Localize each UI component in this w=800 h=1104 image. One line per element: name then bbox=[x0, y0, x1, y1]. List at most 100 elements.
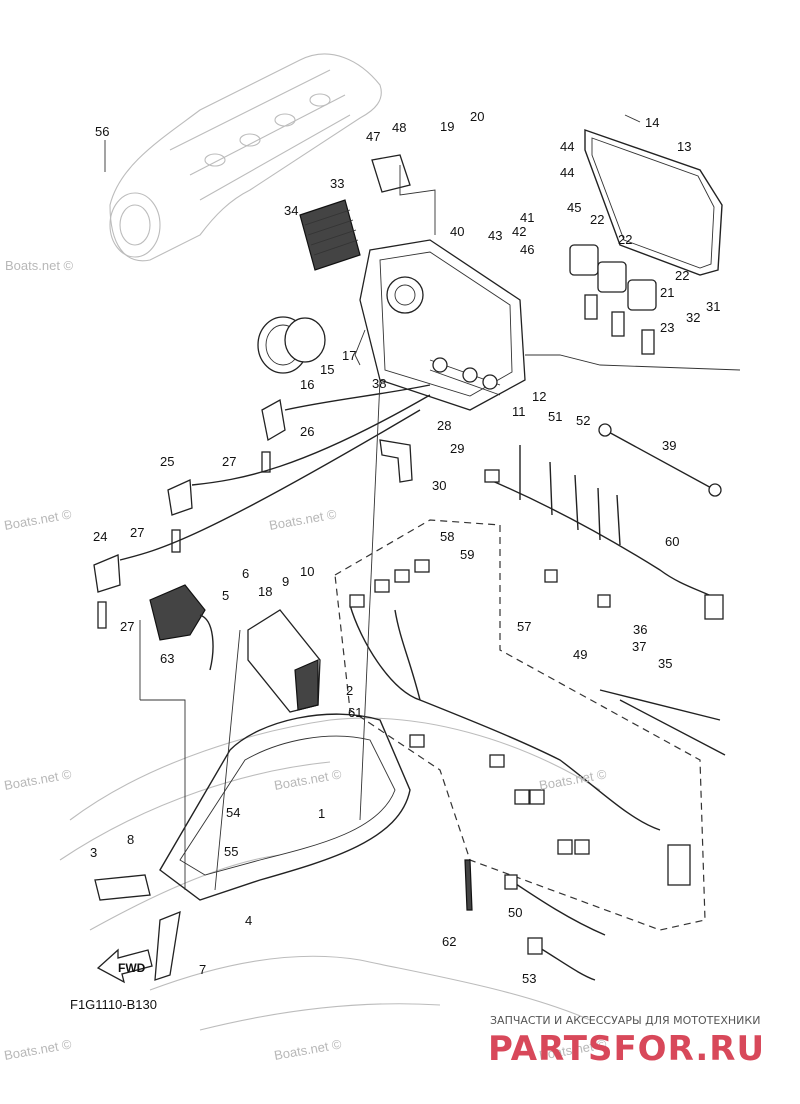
callout-22c: 22 bbox=[675, 268, 689, 283]
callout-28: 28 bbox=[437, 418, 451, 433]
callout-59: 59 bbox=[460, 547, 474, 562]
callout-56: 56 bbox=[95, 124, 109, 139]
callout-57: 57 bbox=[517, 619, 531, 634]
fuse-cap bbox=[257, 316, 326, 374]
callout-26: 26 bbox=[300, 424, 314, 439]
cable-tie-62 bbox=[464, 859, 473, 911]
brand-name: PARTSFOR.RU bbox=[488, 1029, 765, 1069]
callout-22a: 22 bbox=[590, 212, 604, 227]
sub-harness-60 bbox=[484, 445, 724, 620]
callout-55: 55 bbox=[224, 844, 238, 859]
callout-44a: 44 bbox=[560, 139, 574, 154]
starter-relay bbox=[371, 154, 411, 193]
callout-38: 38 bbox=[372, 376, 386, 391]
callout-36: 36 bbox=[633, 622, 647, 637]
ecu-unit bbox=[247, 609, 321, 713]
callout-5: 5 bbox=[222, 588, 229, 603]
callout-32: 32 bbox=[686, 310, 700, 325]
callout-7: 7 bbox=[199, 962, 206, 977]
callout-33: 33 bbox=[330, 176, 344, 191]
watermark: Boats.net © bbox=[268, 506, 338, 533]
callout-63: 63 bbox=[160, 651, 174, 666]
callout-50: 50 bbox=[508, 905, 522, 920]
cable-35 bbox=[599, 689, 726, 756]
callout-48: 48 bbox=[392, 120, 406, 135]
callout-11: 11 bbox=[512, 404, 526, 419]
callout-34: 34 bbox=[284, 203, 298, 218]
sensor-63 bbox=[149, 584, 214, 671]
callout-58: 58 bbox=[440, 529, 454, 544]
callout-44b: 44 bbox=[560, 165, 574, 180]
watermark: Boats.net © bbox=[3, 1036, 73, 1063]
callout-17: 17 bbox=[342, 348, 356, 363]
callout-39: 39 bbox=[662, 438, 676, 453]
diagram-code: F1G1110-B130 bbox=[70, 997, 157, 1012]
leader-lines bbox=[104, 114, 741, 891]
callout-52: 52 bbox=[576, 413, 590, 428]
sensor-50 bbox=[504, 874, 606, 936]
callout-53: 53 bbox=[522, 971, 536, 986]
callout-18: 18 bbox=[258, 584, 272, 599]
callout-47: 47 bbox=[366, 129, 380, 144]
engine-block bbox=[109, 53, 382, 262]
callout-30: 30 bbox=[432, 478, 446, 493]
callout-46: 46 bbox=[520, 242, 534, 257]
callout-60: 60 bbox=[665, 534, 679, 549]
callout-16: 16 bbox=[300, 377, 314, 392]
callout-27c: 27 bbox=[120, 619, 134, 634]
callout-4: 4 bbox=[245, 913, 252, 928]
callout-25: 25 bbox=[160, 454, 174, 469]
callout-14: 14 bbox=[645, 115, 659, 130]
callout-3: 3 bbox=[90, 845, 97, 860]
callout-8: 8 bbox=[127, 832, 134, 847]
rectifier-regulator bbox=[299, 199, 361, 271]
fwd-label: FWD bbox=[118, 961, 146, 975]
spark-plug-caps bbox=[93, 384, 431, 629]
brand-logo: ЗАПЧАСТИ И АКСЕССУАРЫ ДЛЯ МОТОТЕХНИКИ PA… bbox=[488, 1014, 765, 1069]
callout-19: 19 bbox=[440, 119, 454, 134]
cable-39 bbox=[598, 423, 722, 497]
callout-12: 12 bbox=[532, 389, 546, 404]
callout-21: 21 bbox=[660, 285, 674, 300]
callout-27a: 27 bbox=[222, 454, 236, 469]
callout-10: 10 bbox=[300, 564, 314, 579]
watermark: Boats.net © bbox=[3, 506, 73, 533]
callout-35: 35 bbox=[658, 656, 672, 671]
callout-29: 29 bbox=[450, 441, 464, 456]
electrical-box bbox=[359, 239, 526, 411]
watermark: Boats.net © bbox=[273, 1036, 343, 1063]
wiring-harness-group bbox=[334, 519, 706, 931]
callout-9: 9 bbox=[282, 574, 289, 589]
callout-43: 43 bbox=[488, 228, 502, 243]
callout-numbers: 56 14 20 19 48 47 13 44 44 33 34 41 45 4… bbox=[90, 109, 720, 986]
battery-bracket bbox=[94, 874, 181, 981]
fwd-arrow: FWD bbox=[96, 948, 153, 984]
hull-outline bbox=[59, 713, 601, 1031]
watermark: Boats.net © bbox=[3, 766, 73, 793]
brand-tagline: ЗАПЧАСТИ И АКСЕССУАРЫ ДЛЯ МОТОТЕХНИКИ bbox=[490, 1014, 760, 1027]
callout-37: 37 bbox=[632, 639, 646, 654]
callout-61: 61 bbox=[348, 705, 362, 720]
callout-54: 54 bbox=[226, 805, 240, 820]
callout-40: 40 bbox=[450, 224, 464, 239]
callout-1: 1 bbox=[318, 806, 325, 821]
watermark: Boats.net © bbox=[273, 766, 343, 793]
callout-31: 31 bbox=[706, 299, 720, 314]
bracket-30 bbox=[379, 439, 413, 483]
callout-62: 62 bbox=[442, 934, 456, 949]
callout-2: 2 bbox=[346, 683, 353, 698]
callout-51: 51 bbox=[548, 409, 562, 424]
cover-gasket bbox=[584, 129, 723, 276]
callout-49: 49 bbox=[573, 647, 587, 662]
callout-24: 24 bbox=[93, 529, 107, 544]
watermark: Boats.net © bbox=[5, 258, 74, 273]
callout-13: 13 bbox=[677, 139, 691, 154]
callout-41: 41 bbox=[520, 210, 534, 225]
sensor-53 bbox=[527, 937, 596, 981]
ignition-coils bbox=[569, 244, 657, 355]
callout-22b: 22 bbox=[618, 232, 632, 247]
callout-23: 23 bbox=[660, 320, 674, 335]
callout-15: 15 bbox=[320, 362, 334, 377]
callout-27b: 27 bbox=[130, 525, 144, 540]
